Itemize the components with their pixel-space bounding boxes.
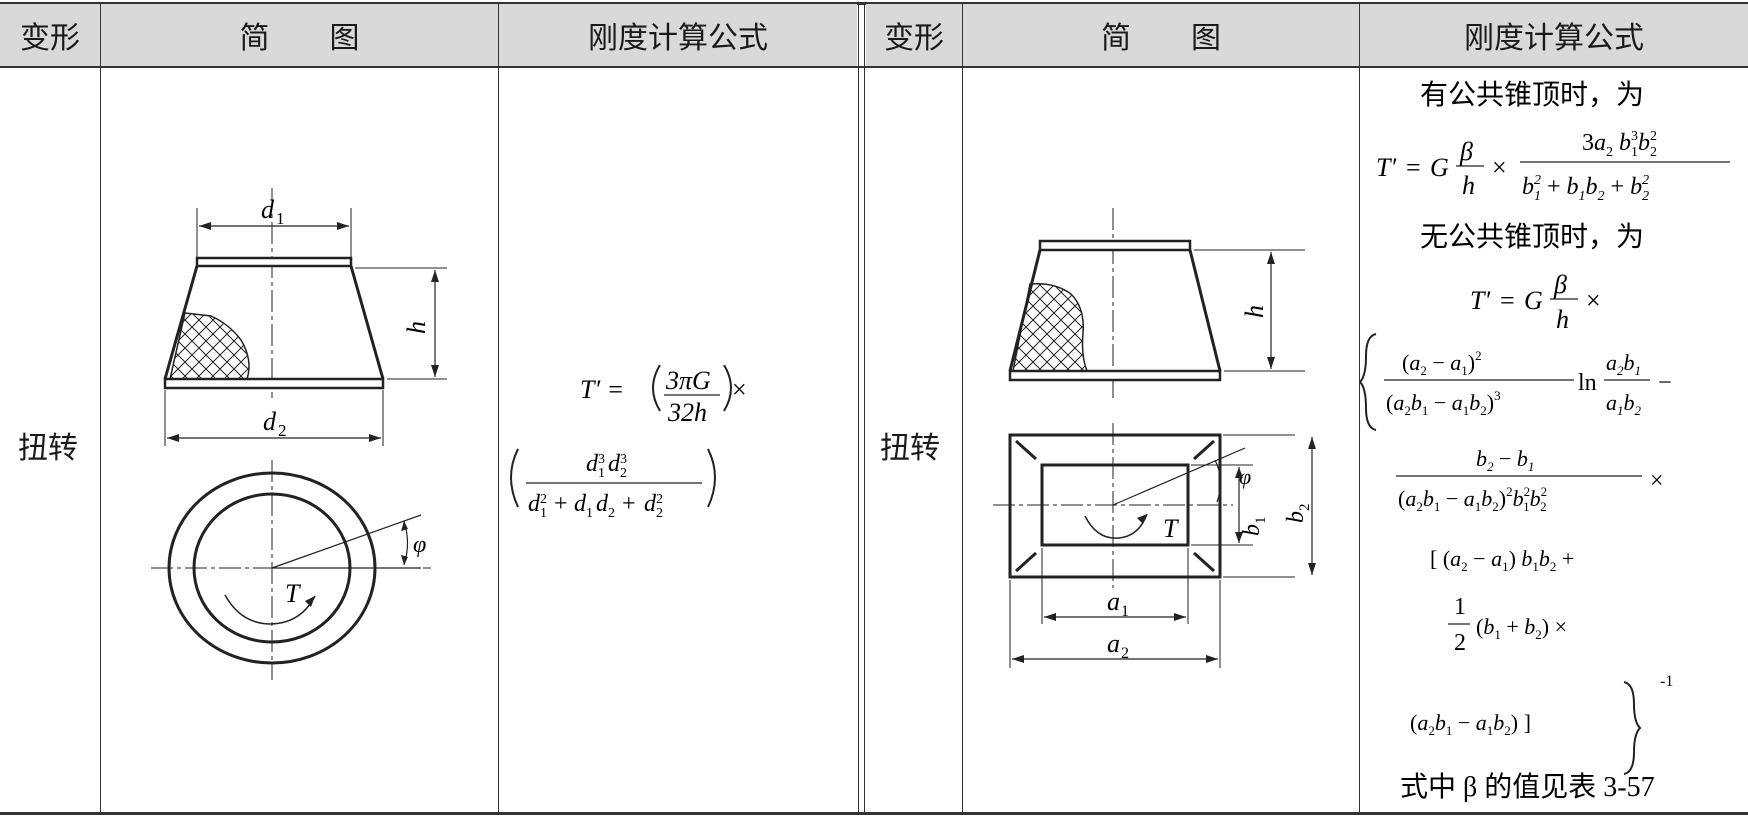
header-deformation-left: 变形 [0, 4, 100, 66]
formula-times: × [732, 375, 747, 404]
dim-label-d2-sub: 2 [278, 421, 287, 440]
formula-lhs: T′ = [580, 375, 624, 404]
svg-text:β: β [1553, 270, 1567, 299]
header-sketch-left: 简 图 [101, 4, 498, 66]
svg-text:=: = [1406, 153, 1421, 182]
dim-label-d2: d [263, 407, 277, 436]
svg-text:a2b1: a2b1 [1606, 350, 1641, 378]
header-formula-right: 刚度计算公式 [1360, 4, 1748, 66]
svg-text:ln: ln [1578, 370, 1597, 396]
svg-text:+: + [622, 491, 636, 517]
svg-text:b21 + b1b2 + b22: b21 + b1b2 + b22 [1522, 173, 1649, 204]
dim-label-d1: d [261, 195, 275, 224]
header-bottom-rule [0, 66, 1748, 68]
formula-note: 式中 β 的值见表 3-57 [1400, 771, 1655, 803]
formula-frac1-den: 32h [667, 398, 707, 427]
dim-label-b1: b [1239, 524, 1265, 536]
col-divider [1359, 4, 1360, 814]
svg-text:2: 2 [656, 492, 663, 507]
svg-text:2: 2 [1454, 630, 1466, 656]
svg-text:×: × [1492, 153, 1507, 182]
svg-text:2: 2 [620, 466, 627, 481]
svg-text:d: d [608, 451, 621, 477]
svg-text:3: 3 [620, 452, 627, 467]
svg-text:T′: T′ [1376, 153, 1396, 182]
svg-text:1: 1 [586, 506, 593, 521]
dim-label-h: h [402, 321, 431, 334]
header-sketch-right: 简 图 [963, 4, 1359, 66]
dim-label-b2: b [1283, 511, 1309, 523]
svg-text:=: = [1500, 286, 1515, 315]
torque-label-T: T [285, 579, 301, 608]
svg-text:+: + [554, 491, 568, 517]
dim-label-b1-sub: 1 [1253, 517, 1269, 525]
svg-text:×: × [1586, 286, 1601, 315]
conical-ring-sketch: d 1 d 2 h φ T [151, 188, 447, 680]
col-divider [858, 4, 859, 814]
svg-text:[ (a2 − a1) b1b2 +: [ (a2 − a1) b1b2 + [1430, 546, 1574, 574]
dim-label-a2: a [1107, 629, 1120, 658]
header-deformation-right: 变形 [866, 4, 962, 66]
svg-text:2: 2 [608, 506, 615, 521]
col-divider [498, 4, 499, 814]
svg-text:2: 2 [540, 492, 547, 507]
svg-text:d: d [596, 491, 609, 517]
header-formula-left: 刚度计算公式 [499, 4, 857, 66]
angle-label-phi: φ [413, 532, 426, 558]
svg-text:G: G [1430, 153, 1449, 182]
dim-label-a2-sub: 2 [1121, 645, 1129, 662]
svg-text:1: 1 [540, 506, 547, 521]
dim-label-d1-sub: 1 [276, 209, 285, 228]
svg-text:2: 2 [656, 506, 663, 521]
table-bottom-rule [0, 812, 1748, 815]
rectangular-tube-sketch: h φ T b 1 b 2 [993, 208, 1316, 668]
svg-text:d: d [528, 491, 541, 517]
table-top-rule [0, 2, 1748, 5]
svg-text:×: × [1650, 468, 1664, 494]
formula-exponent: -1 [1660, 673, 1673, 690]
svg-text:1: 1 [1454, 594, 1466, 620]
svg-text:b2 − b1: b2 − b1 [1476, 446, 1534, 474]
dim-label-b2-sub: 2 [1297, 504, 1313, 512]
svg-text:h: h [1556, 305, 1569, 334]
svg-text:T′: T′ [1470, 286, 1490, 315]
svg-text:3: 3 [598, 452, 605, 467]
svg-text:d: d [644, 491, 657, 517]
formula-condition-common: 有公共锥顶时，为 [1420, 79, 1644, 111]
dim-label-h-right: h [1240, 305, 1269, 318]
col-divider [864, 4, 865, 814]
svg-text:(a2 − a1)2: (a2 − a1)2 [1402, 348, 1482, 378]
svg-text:(b1 + b2) ×: (b1 + b2) × [1476, 614, 1567, 642]
col-divider [962, 4, 963, 814]
torque-label-T-right: T [1163, 514, 1179, 543]
svg-text:(a2b1 − a1b2)3: (a2b1 − a1b2)3 [1386, 388, 1501, 418]
svg-text:a1b2: a1b2 [1606, 390, 1642, 418]
dim-label-a1-sub: 1 [1121, 603, 1129, 620]
svg-text:h: h [1462, 171, 1475, 200]
svg-text:β: β [1459, 137, 1473, 166]
svg-text:d: d [574, 491, 587, 517]
dim-label-a1: a [1107, 587, 1120, 616]
svg-text:1: 1 [598, 466, 605, 481]
col-divider [100, 4, 101, 814]
left-stiffness-formula: T′ = 3πG 32h × d 3 1 d 3 2 d 2 1 + d 1 d… [510, 365, 747, 521]
angle-label-phi-right: φ [1239, 464, 1251, 489]
formula-frac1-num: 3πG [665, 366, 711, 395]
deformation-label-right: 扭转 [880, 431, 940, 466]
svg-text:G: G [1524, 286, 1543, 315]
svg-text:−: − [1658, 370, 1672, 396]
formula-condition-nocommon: 无公共锥顶时，为 [1420, 221, 1644, 253]
svg-text:d: d [586, 451, 599, 477]
deformation-label-left: 扭转 [18, 431, 78, 466]
svg-text:(a2b1 − a1b2) ]: (a2b1 − a1b2) ] [1410, 710, 1531, 738]
